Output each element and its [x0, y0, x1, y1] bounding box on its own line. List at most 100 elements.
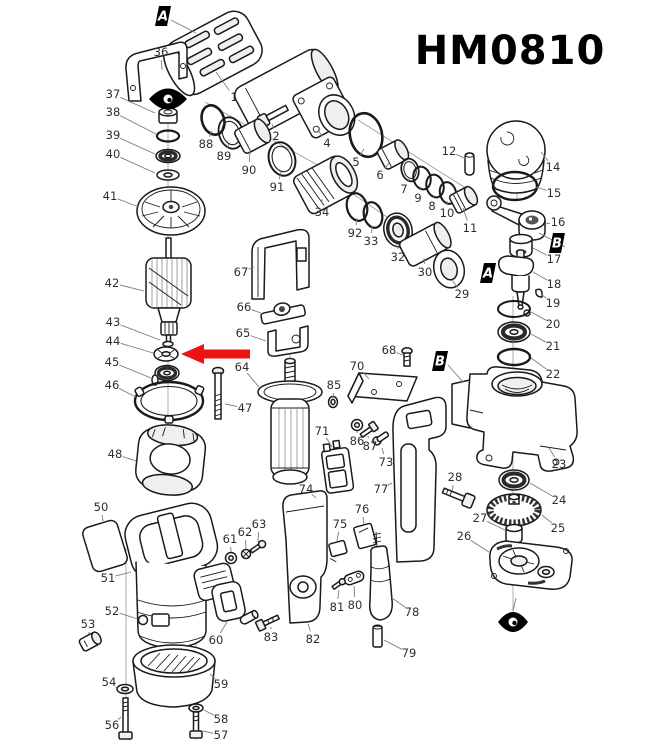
leader-line-70	[362, 371, 370, 380]
leader-line-19	[541, 294, 547, 299]
leader-line-26	[470, 539, 490, 553]
part-label-91: 91	[270, 180, 285, 194]
bolt-47	[211, 366, 225, 420]
leader-lines	[88, 59, 556, 734]
leader-line-91	[278, 171, 282, 180]
ring-8	[425, 173, 445, 199]
leader-line-37	[120, 96, 156, 114]
snap-ring-20	[497, 300, 531, 318]
svg-text:B: B	[552, 237, 562, 252]
part-label-63: 63	[252, 517, 267, 531]
leader-line-39	[120, 137, 156, 155]
cap-37	[158, 107, 178, 124]
ring-10	[438, 181, 458, 205]
leader-line-92	[355, 217, 358, 226]
part-label-85: 85	[327, 378, 342, 392]
leader-line-17	[532, 247, 548, 256]
part-label-82: 82	[306, 632, 321, 646]
leader-line-42	[119, 284, 145, 292]
leader-line-5	[359, 148, 365, 156]
part-label-36: 36	[154, 45, 169, 59]
part-label-37: 37	[106, 87, 121, 101]
part-label-42: 42	[105, 276, 120, 290]
fan-41	[136, 186, 206, 236]
capacitor-76	[353, 522, 377, 550]
part-label-70: 70	[350, 359, 365, 373]
part-label-47: 47	[238, 401, 253, 415]
part-label-71: 71	[315, 424, 330, 438]
leader-line-63	[257, 531, 260, 543]
part-label-86: 86	[350, 434, 365, 448]
spacer-43	[162, 340, 174, 348]
part-label-41: 41	[103, 189, 118, 203]
part-label-60: 60	[209, 633, 224, 647]
cord-guard-78	[368, 531, 393, 621]
leader-line-51	[115, 571, 132, 577]
washer-86	[350, 418, 364, 432]
handle-half-77	[392, 396, 447, 563]
leader-line-12	[456, 153, 467, 160]
stator-48	[134, 424, 207, 496]
part-label-90: 90	[242, 163, 257, 177]
leader-line-59	[209, 673, 216, 679]
piston-90	[234, 118, 272, 154]
fan-washer-44	[153, 346, 179, 362]
cap-61	[224, 551, 238, 565]
spacer-27	[505, 523, 523, 544]
part-label-6: 6	[376, 168, 383, 182]
bolt-57	[189, 711, 203, 739]
part-label-50: 50	[94, 500, 109, 514]
screw-63	[249, 539, 267, 554]
part-label-26: 26	[457, 529, 472, 543]
part-label-32: 32	[391, 250, 406, 264]
washer-58	[188, 703, 204, 713]
leader-line-27	[487, 521, 506, 531]
part-label-8: 8	[428, 199, 435, 213]
part-label-10: 10	[440, 206, 455, 220]
o-ring-33	[362, 201, 384, 229]
part-label-2: 2	[272, 129, 279, 143]
clamp-36	[125, 41, 188, 102]
o-ring-88	[200, 104, 226, 136]
section-marker-b: B	[432, 351, 464, 383]
leader-line-88	[208, 130, 213, 137]
part-label-12: 12	[442, 144, 457, 158]
leader-line-23	[548, 447, 556, 458]
ring-29	[432, 249, 466, 289]
leader-line-90	[248, 148, 251, 163]
part-label-52: 52	[105, 604, 120, 618]
part-label-88: 88	[199, 137, 214, 151]
pin-12	[464, 152, 475, 176]
svg-text:A: A	[157, 10, 168, 25]
page-title: HM0810	[415, 28, 606, 74]
gear-25	[486, 493, 542, 527]
o-ring-22	[496, 347, 532, 367]
leader-line-36	[160, 59, 163, 71]
ring-91	[267, 141, 297, 177]
ring-9	[412, 165, 432, 191]
leader-line-80	[353, 585, 356, 598]
part-label-38: 38	[106, 105, 121, 119]
part-label-64: 64	[235, 360, 250, 374]
front-flange	[292, 76, 356, 139]
leader-line-50	[101, 514, 104, 522]
part-label-59: 59	[214, 677, 229, 691]
part-label-80: 80	[348, 598, 363, 612]
part-label-29: 29	[455, 287, 470, 301]
inspection-eye-symbol	[498, 612, 528, 632]
svg-text:B: B	[435, 355, 445, 370]
leader-line-6	[384, 162, 390, 169]
part-label-28: 28	[448, 470, 463, 484]
part-label-78: 78	[405, 605, 420, 619]
leader-line-28	[451, 484, 454, 492]
part-label-15: 15	[547, 186, 562, 200]
key-19	[535, 288, 543, 298]
section-marker-b: B	[538, 232, 566, 253]
motor-housing-51	[124, 502, 236, 649]
part-label-56: 56	[105, 718, 120, 732]
leader-line-82	[307, 623, 311, 632]
leader-line-52	[119, 612, 139, 620]
part-label-48: 48	[108, 447, 123, 461]
